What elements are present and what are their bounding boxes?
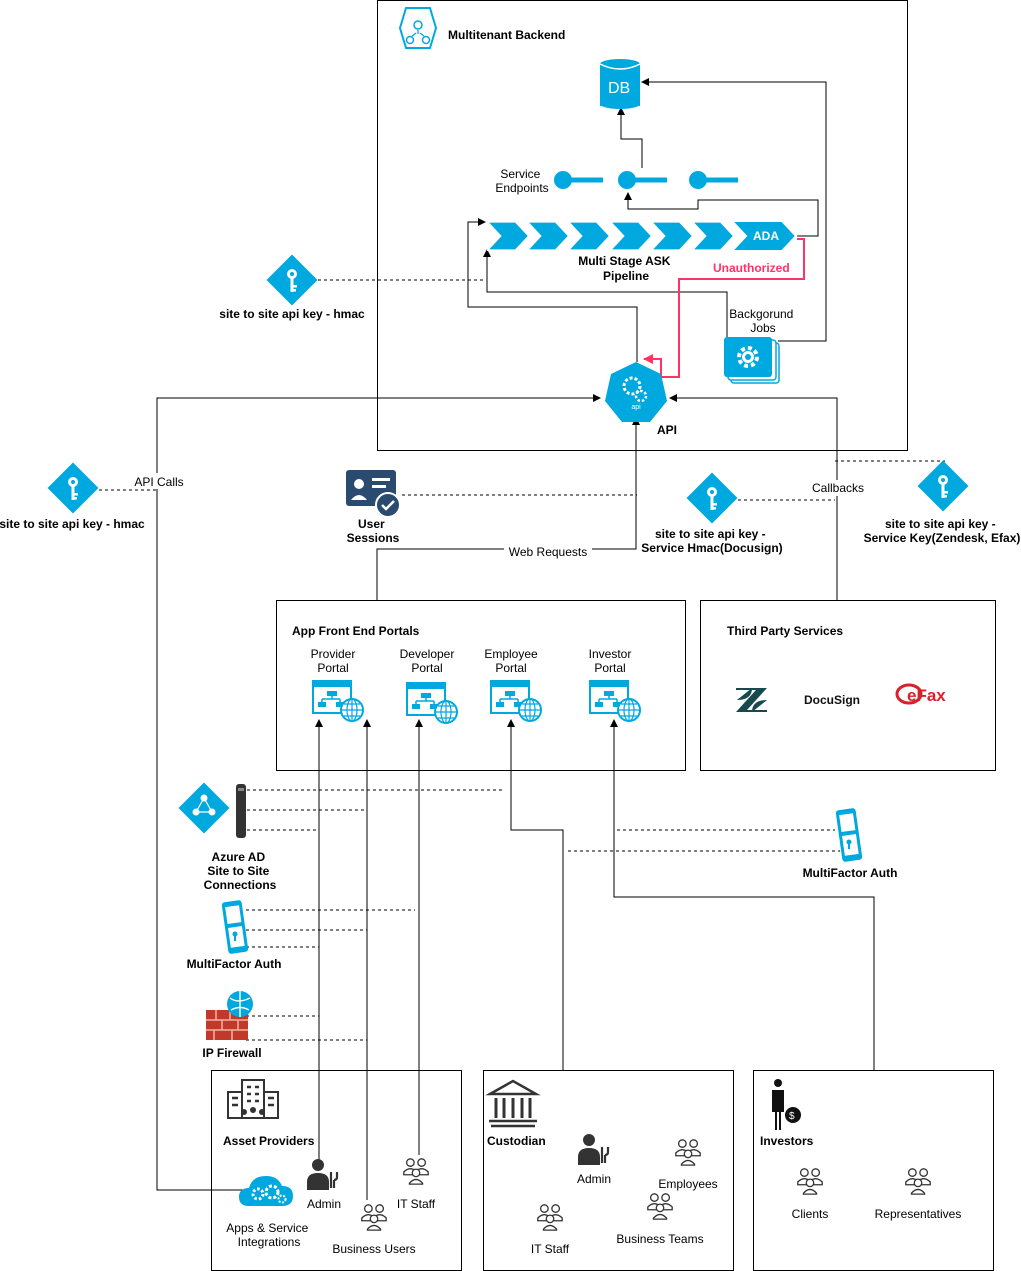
unauthorized-flow (643, 238, 805, 378)
background-jobs-icon (724, 337, 780, 384)
hmac-key-icon-left (47, 462, 99, 514)
portals-title: App Front End Portals (292, 624, 420, 638)
docusign-key-label: site to site api key - Service Hmac(Docu… (641, 527, 782, 555)
apps-integrations-label: Apps & Service Integrations (226, 1221, 311, 1249)
apps-integrations-icon (239, 1176, 293, 1206)
docusign-logo: DocuSign (804, 693, 860, 707)
ada-stage (729, 220, 798, 252)
db-label: DB (608, 80, 630, 97)
hmac-key-label-top: site to site api key - hmac (219, 307, 365, 321)
custodian-it-staff-label: IT Staff (531, 1242, 570, 1256)
investor-icon: $ (772, 1079, 801, 1130)
api-badge: api (631, 404, 641, 411)
firewall-icon (206, 991, 253, 1040)
asset-it-staff-label: IT Staff (397, 1197, 436, 1211)
ip-firewall-label: IP Firewall (202, 1046, 261, 1060)
backend-title: Multitenant Backend (448, 28, 565, 42)
api-icon: api (605, 362, 667, 422)
efax-logo: eFax (895, 683, 946, 705)
api-calls-label: API Calls (134, 475, 183, 489)
third-party-title: Third Party Services (727, 624, 843, 638)
api-label: API (657, 423, 677, 437)
zendesk-logo-icon (736, 688, 767, 712)
asset-admin-label: Admin (307, 1197, 341, 1211)
asset-providers-box (211, 1070, 462, 1271)
ada-label: ADA (753, 229, 779, 243)
multitenant-icon (398, 7, 438, 49)
zendesk-key-icon (917, 460, 969, 512)
business-teams-label: Business Teams (616, 1232, 703, 1246)
custodian-admin-label: Admin (577, 1172, 611, 1186)
third-party-services-box (700, 600, 996, 771)
hmac-key-label-left: site to site api key - hmac (0, 517, 145, 531)
flow-lines (156, 78, 875, 1200)
mfa-label-right: MultiFactor Auth (803, 866, 898, 880)
business-users-label: Business Users (332, 1242, 415, 1256)
hmac-key-icon-top (266, 254, 318, 306)
custodian-title: Custodian (487, 1134, 546, 1148)
mfa-phone-icon-left (221, 900, 249, 954)
web-requests-label: Web Requests (509, 545, 588, 559)
mfa-label-left: MultiFactor Auth (187, 957, 282, 971)
pipeline-label: Multi Stage ASK Pipeline (578, 254, 674, 283)
efax-logo-text: eFax (907, 686, 946, 705)
asset-providers-title: Asset Providers (223, 1134, 315, 1148)
clients-label: Clients (792, 1207, 829, 1221)
database-icon: DB (599, 59, 641, 109)
office-building-icon (227, 1079, 279, 1119)
investors-title: Investors (760, 1134, 814, 1148)
docusign-key-icon (686, 472, 738, 524)
dashed-connectors (99, 279, 945, 1041)
investors-box (753, 1070, 994, 1271)
service-endpoints-label: Service Endpoints (495, 167, 548, 195)
callbacks-label: Callbacks (812, 481, 864, 495)
user-sessions-icon (346, 470, 401, 518)
employees-label: Employees (658, 1177, 717, 1191)
azure-ad-label: Azure AD Site to Site Connections (204, 850, 277, 892)
azure-ad-icon (178, 782, 230, 834)
svg-text:$: $ (789, 1111, 795, 1122)
zendesk-key-label: site to site api key - Service Key(Zende… (864, 517, 1021, 545)
user-sessions-label: User Sessions (347, 517, 400, 545)
unauthorized-label: Unauthorized (713, 261, 790, 275)
pipeline-stages: ADA (487, 220, 798, 252)
mfa-phone-icon-right (835, 808, 863, 862)
representatives-label: Representatives (875, 1207, 962, 1221)
bank-icon (485, 1079, 541, 1128)
custodian-box (483, 1070, 734, 1271)
background-jobs-label: Backgorund Jobs (729, 307, 796, 335)
server-icon (236, 784, 246, 838)
